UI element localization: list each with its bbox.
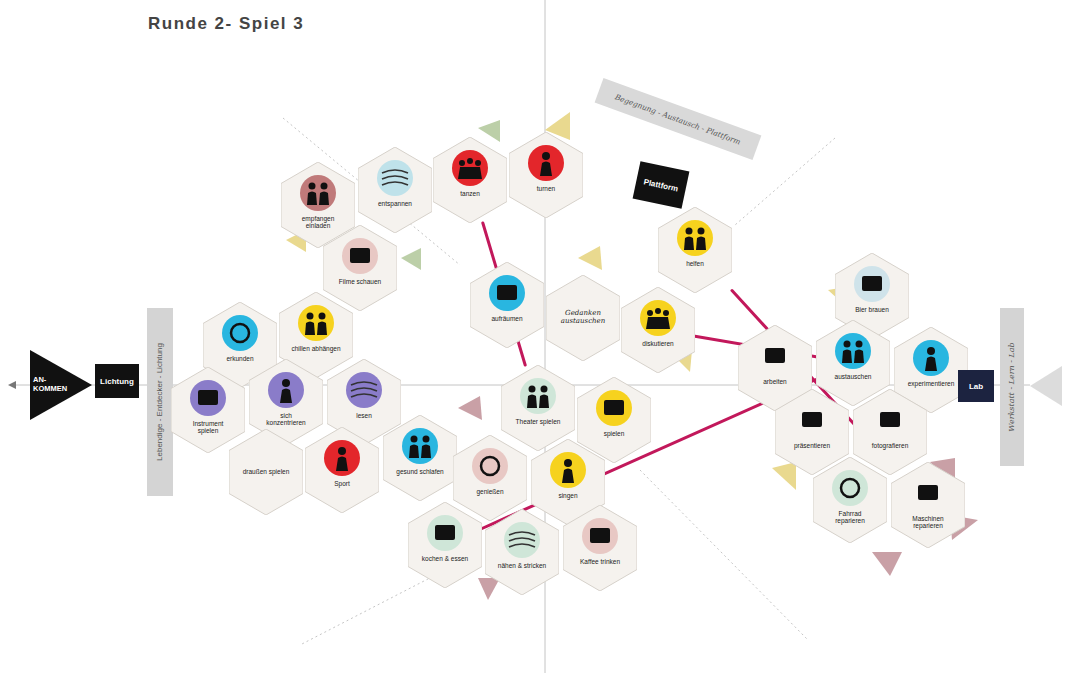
hex-tile (358, 147, 432, 233)
activity-hex: diskutieren (621, 287, 695, 373)
activity-hex: fotografieren (853, 389, 927, 475)
hex-tile (563, 505, 637, 591)
node-label: genießen (464, 488, 516, 495)
node-label: diskutieren (632, 340, 684, 347)
node-label: singen (542, 492, 594, 499)
node-label: experimentieren (905, 380, 957, 387)
hex-tile (501, 365, 575, 451)
zone-strip: Werkstatt - Lern - Lab (1000, 308, 1024, 466)
node-label: chillen abhängen (290, 345, 342, 352)
diagram-title: Runde 2- Spiel 3 (148, 14, 304, 34)
activity-hex: Maschinen reparieren (891, 462, 965, 548)
activity-hex: Kaffee trinken (563, 505, 637, 591)
activity-hex: genießen (453, 435, 527, 521)
node-label: turnen (520, 185, 572, 192)
hex-tile (453, 435, 527, 521)
activity-hex: Sport (305, 427, 379, 513)
hex-tile (470, 262, 544, 348)
hex-tile (305, 427, 379, 513)
node-label: Begegnung - Austausch - Plattform (614, 92, 742, 146)
zone-box: Lichtung (95, 364, 139, 398)
activity-hex: gesund schlafen (383, 415, 457, 501)
node-label: Bier brauen (846, 306, 898, 313)
node-label: Kaffee trinken (574, 558, 626, 565)
node-label: aufräumen (481, 315, 533, 322)
hex-tile (775, 389, 849, 475)
node-label: Werkstatt - Lern - Lab (1005, 308, 1019, 466)
node-label: draußen spielen (240, 468, 292, 475)
hex-tile (433, 137, 507, 223)
activity-hex: Gedanken austauschen (546, 275, 620, 361)
hex-tile (853, 389, 927, 475)
activity-hex: Instrument spielen (171, 367, 245, 453)
node-label: Maschinen reparieren (902, 515, 954, 529)
hex-tile (509, 132, 583, 218)
activity-hex: turnen (509, 132, 583, 218)
node-label: Lab (969, 382, 983, 391)
activity-hex: entspannen (358, 147, 432, 233)
node-label: entspannen (369, 200, 421, 207)
zone-box: Plattform (633, 161, 690, 209)
node-label: präsentieren (786, 442, 838, 449)
activity-hex: tanzen (433, 137, 507, 223)
node-label: tanzen (444, 190, 496, 197)
node-label: spielen (588, 430, 640, 437)
node-label: Filme schauen (334, 278, 386, 285)
activity-hex: spielen (577, 377, 651, 463)
activity-hex: austauschen (816, 320, 890, 406)
node-label: Lichtung (100, 377, 134, 386)
node-label: nähen & stricken (496, 562, 548, 569)
hex-tile (323, 225, 397, 311)
axis-arrowhead (8, 381, 16, 389)
hex-tile (891, 462, 965, 548)
activity-hex: Theater spielen (501, 365, 575, 451)
dotted-diagonal (640, 470, 808, 640)
hex-tile (383, 415, 457, 501)
node-label: lesen (338, 412, 390, 419)
hex-tile (813, 457, 887, 543)
hex-tile (485, 509, 559, 595)
zone-box: Lab (958, 370, 994, 402)
hex-tile (658, 207, 732, 293)
node-label: Lebendige - Entdecker - Lichtung (153, 308, 167, 496)
activity-hex: Fahrrad reparieren (813, 457, 887, 543)
node-label: Instrument spielen (182, 420, 234, 434)
node-label: kochen & essen (419, 555, 471, 562)
node-label: helfen (669, 260, 721, 267)
hex-tile (577, 377, 651, 463)
node-label: fotografieren (864, 442, 916, 449)
node-label: austauschen (827, 373, 879, 380)
activity-hex: kochen & essen (408, 502, 482, 588)
tile-flags (252, 112, 978, 600)
node-label: Fahrrad reparieren (824, 510, 876, 524)
node-label: erkunden (214, 355, 266, 362)
activity-hex: helfen (658, 207, 732, 293)
hex-tile (621, 287, 695, 373)
node-label: arbeiten (749, 378, 801, 385)
node-label: Plattform (643, 177, 679, 193)
end-triangle (1030, 366, 1062, 406)
activity-hex: draußen spielen (229, 429, 303, 515)
hex-tile (171, 367, 245, 453)
hex-tile (408, 502, 482, 588)
node-label: Gedanken austauschen (554, 310, 612, 325)
activity-hex: aufräumen (470, 262, 544, 348)
node-label: AN- KOMMEN (33, 376, 67, 393)
node-label: empfangen einladen (292, 215, 344, 229)
activity-hex: Filme schauen (323, 225, 397, 311)
node-label: gesund schlafen (394, 468, 446, 475)
zone-band: Begegnung - Austausch - Plattform (595, 78, 762, 160)
node-label: Theater spielen (512, 418, 564, 425)
zone-strip: Lebendige - Entdecker - Lichtung (147, 308, 173, 496)
node-label: Sport (316, 480, 368, 487)
activity-hex: nähen & stricken (485, 509, 559, 595)
hex-tile (816, 320, 890, 406)
node-label: sich konzentrieren (260, 412, 312, 426)
start-triangle: AN- KOMMEN (30, 350, 92, 420)
activity-hex: präsentieren (775, 389, 849, 475)
